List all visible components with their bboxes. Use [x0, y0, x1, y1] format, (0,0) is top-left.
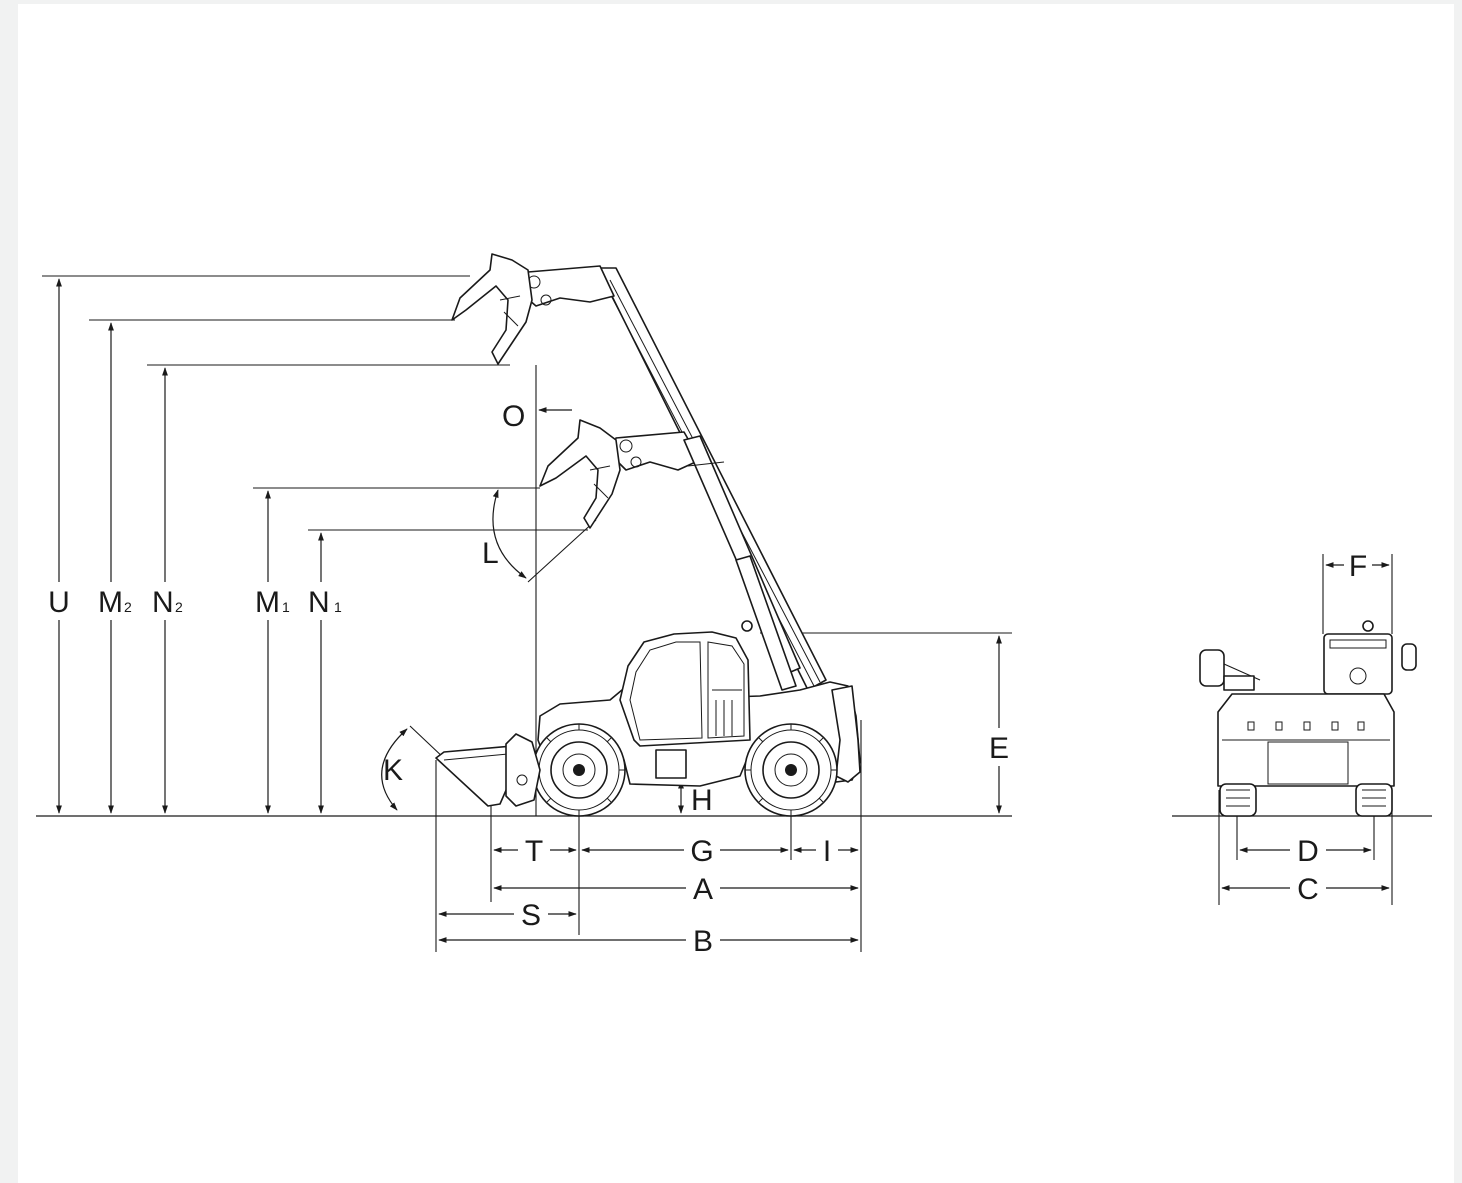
- dimension-U: U: [42, 275, 470, 814]
- label-I: I: [823, 835, 831, 868]
- bucket-raised-top: [451, 253, 533, 365]
- label-C: C: [1297, 873, 1319, 906]
- dimension-N2: N 2: [147, 364, 510, 814]
- rear-wheel: [744, 723, 838, 817]
- dimension-M2: M 2: [89, 319, 455, 814]
- dimension-H: H: [678, 780, 713, 817]
- dimension-N1: N 1: [306, 529, 588, 814]
- telehandler-side-view: [435, 253, 861, 817]
- dimension-M1: M 1: [252, 487, 540, 814]
- label-M1-sub: 1: [282, 599, 290, 615]
- label-S: S: [521, 899, 541, 932]
- telehandler-dimension-diagram: U M 2 N 2 M 1 N 1 O L: [36, 253, 1432, 958]
- counterweight: [831, 685, 861, 783]
- diagram-frame: U M 2 N 2 M 1 N 1 O L: [18, 4, 1454, 1183]
- label-L: L: [482, 537, 499, 570]
- mirror-right: [1401, 643, 1417, 671]
- cab: [619, 631, 751, 747]
- cab-rear-window: [707, 641, 745, 739]
- front-wheel-right: [1355, 783, 1393, 817]
- front-wheel: [532, 723, 626, 817]
- label-N1-sub: 1: [334, 599, 342, 615]
- boom-head-mid: [611, 431, 701, 471]
- front-wheel-left: [1219, 783, 1257, 817]
- cab-window: [629, 641, 703, 741]
- dimension-B: B: [438, 922, 859, 958]
- label-H: H: [691, 784, 713, 817]
- dimension-G: G: [581, 832, 789, 868]
- dimension-L: L: [482, 489, 597, 583]
- boom-head-raised: [519, 265, 615, 307]
- bucket-mid: [539, 419, 621, 529]
- beacon-icon: [741, 620, 753, 632]
- label-E: E: [989, 732, 1009, 765]
- label-B: B: [693, 925, 713, 958]
- label-U: U: [48, 586, 70, 619]
- cab-front: [1323, 633, 1393, 695]
- label-N2: N: [152, 586, 174, 619]
- step-box: [655, 749, 687, 779]
- label-K: K: [383, 754, 403, 787]
- front-bolts: [1247, 721, 1365, 731]
- label-M2: M: [98, 586, 123, 619]
- dimension-A: A: [493, 870, 859, 906]
- front-beacon-icon: [1362, 620, 1374, 632]
- mirror-left: [1199, 649, 1225, 687]
- label-A: A: [693, 873, 713, 906]
- label-T: T: [525, 835, 543, 868]
- label-N2-sub: 2: [175, 599, 183, 615]
- carriage-lowered: [505, 733, 541, 807]
- dimension-T: T: [493, 832, 577, 868]
- label-M2-sub: 2: [124, 599, 132, 615]
- dimension-E: E: [760, 632, 1014, 814]
- dimension-O: O: [502, 365, 572, 816]
- label-M1: M: [255, 586, 280, 619]
- label-F: F: [1349, 550, 1367, 583]
- dimension-S: S: [438, 896, 577, 932]
- label-G: G: [690, 835, 713, 868]
- telehandler-front-view: F: [1199, 548, 1417, 906]
- dimension-I: I: [793, 832, 859, 868]
- label-N1: N: [308, 586, 330, 619]
- label-D: D: [1297, 835, 1319, 868]
- lift-cylinder: [735, 555, 797, 691]
- label-O: O: [502, 400, 525, 433]
